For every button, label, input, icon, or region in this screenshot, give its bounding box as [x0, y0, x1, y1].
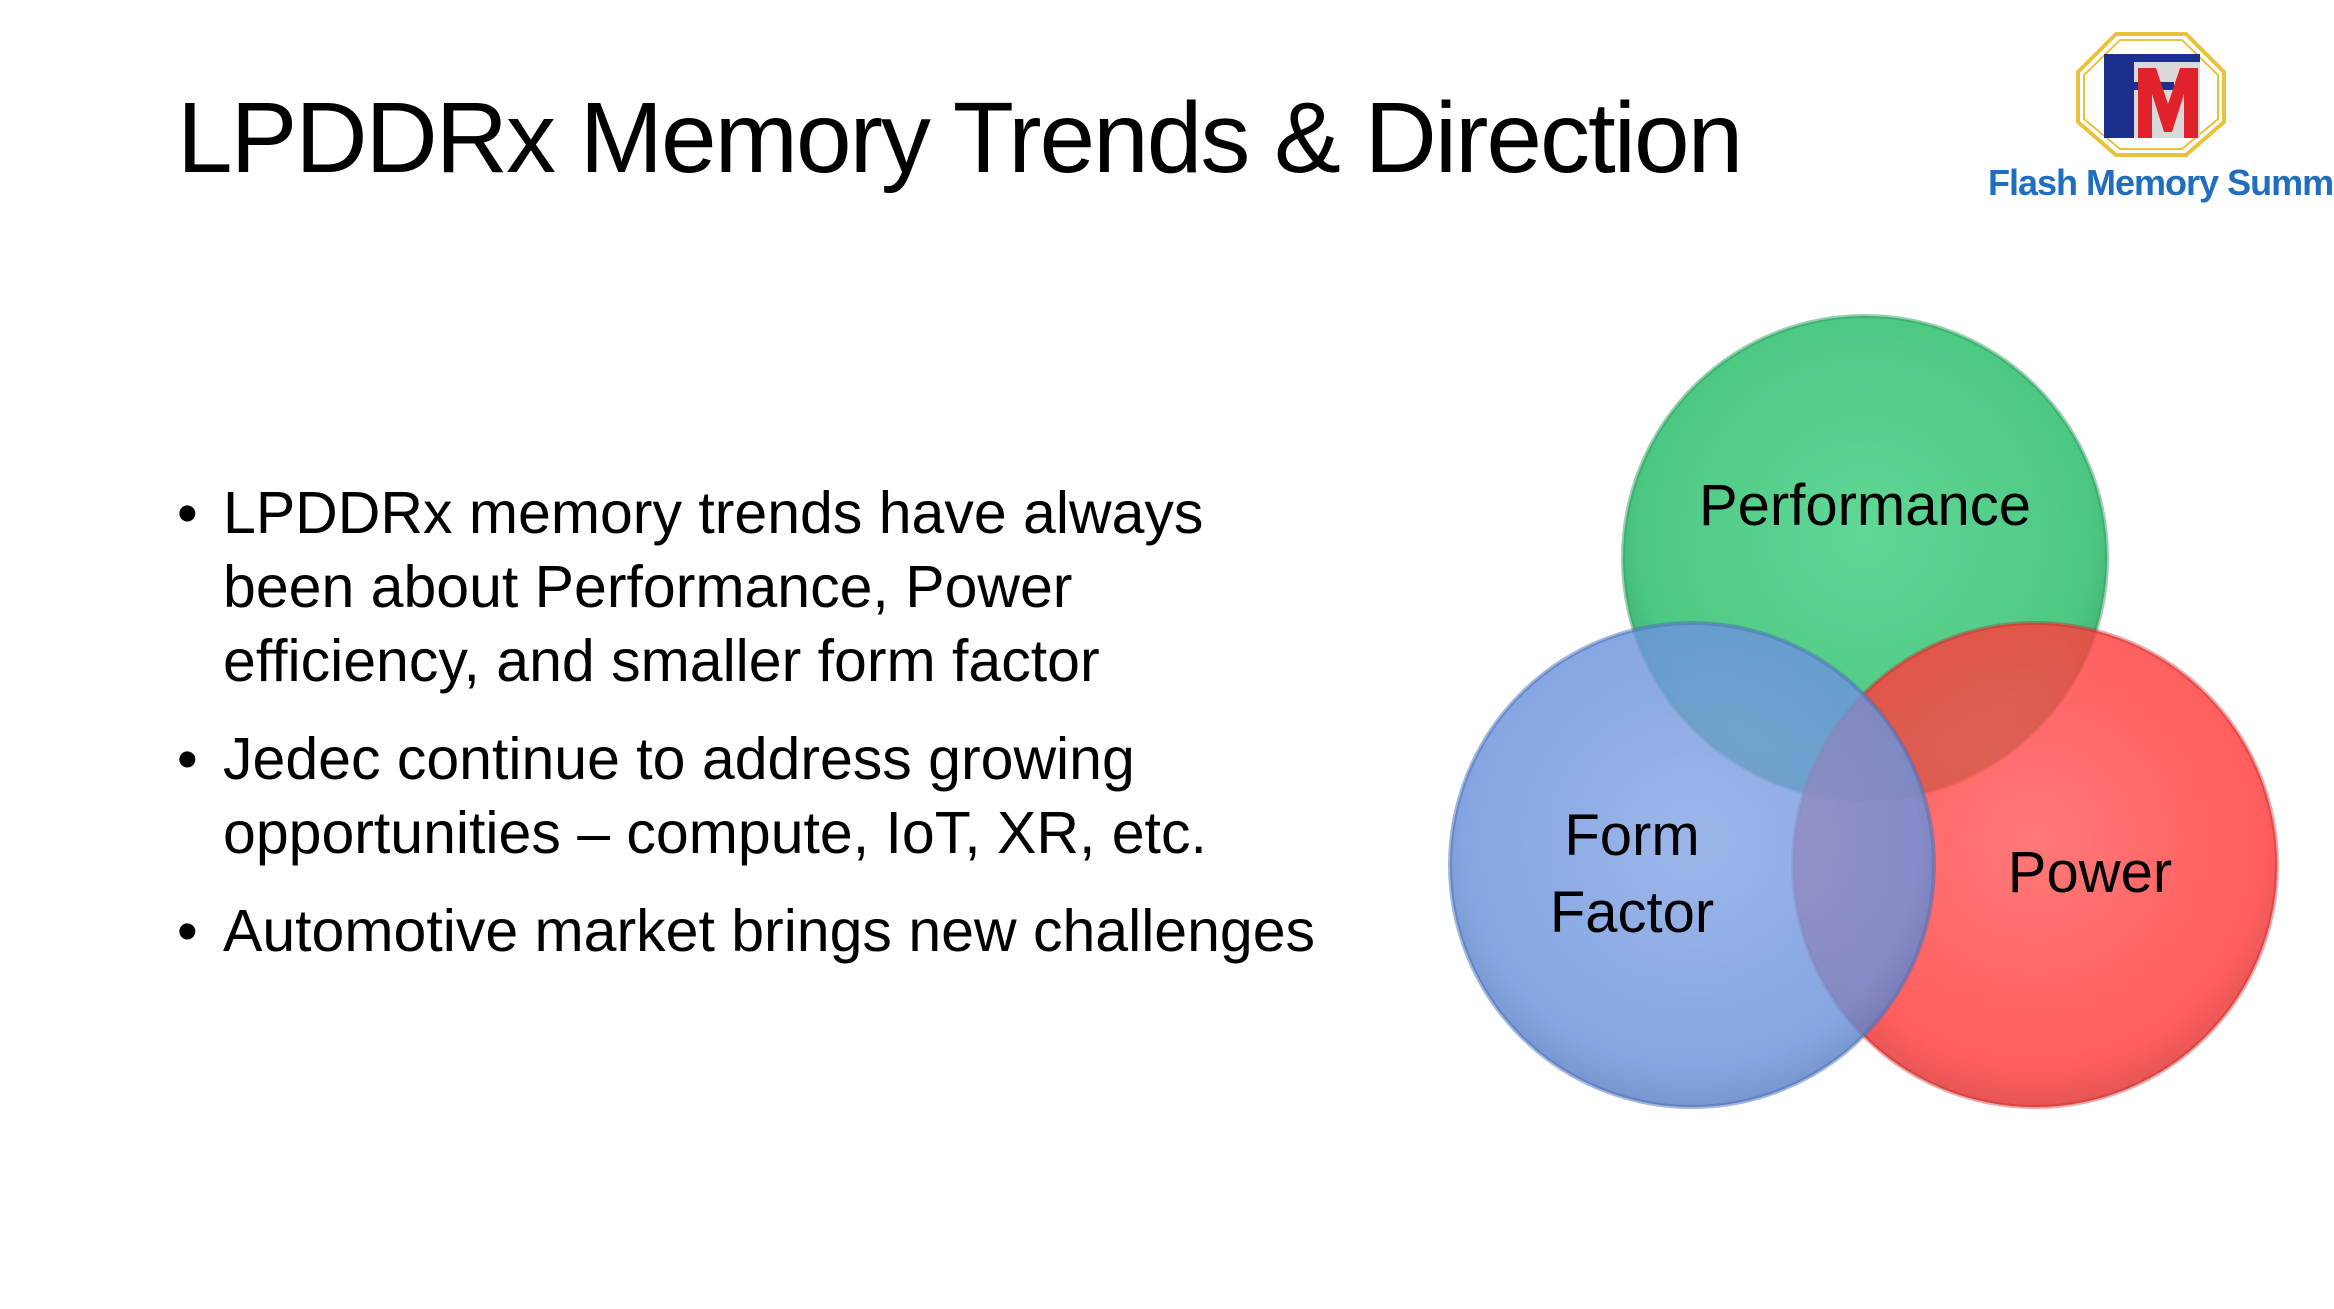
- venn-label-performance: Performance: [1699, 473, 2031, 538]
- bullet-text: LPDDRx memory trends have always been ab…: [223, 480, 1204, 694]
- venn-label-power: Power: [2008, 840, 2172, 905]
- bullet-item: • Automotive market brings new challenge…: [177, 894, 1337, 968]
- bullet-marker: •: [177, 898, 198, 964]
- bullet-text: Automotive market brings new challenges: [223, 898, 1316, 964]
- bullet-marker: •: [177, 480, 198, 546]
- bullet-item: • Jedec continue to address growing oppo…: [177, 722, 1337, 870]
- bullet-item: • LPDDRx memory trends have always been …: [177, 476, 1337, 698]
- bullet-text: Jedec continue to address growing opport…: [223, 726, 1207, 866]
- logo-text: Flash Memory Summit: [1988, 162, 2334, 203]
- flash-memory-summit-logo: Flash Memory Summit: [1988, 32, 2334, 222]
- venn-diagram: Performance Form Factor Power: [1448, 314, 2279, 1109]
- fms-logo-icon: [2076, 32, 2226, 157]
- bullet-list: • LPDDRx memory trends have always been …: [177, 476, 1337, 992]
- venn-circle-form-factor: [1448, 621, 1936, 1109]
- venn-label-form: Form: [1564, 803, 1699, 868]
- bullet-marker: •: [177, 726, 198, 792]
- slide-title: LPDDRx Memory Trends & Direction: [177, 82, 1743, 194]
- venn-label-factor: Factor: [1550, 880, 1714, 945]
